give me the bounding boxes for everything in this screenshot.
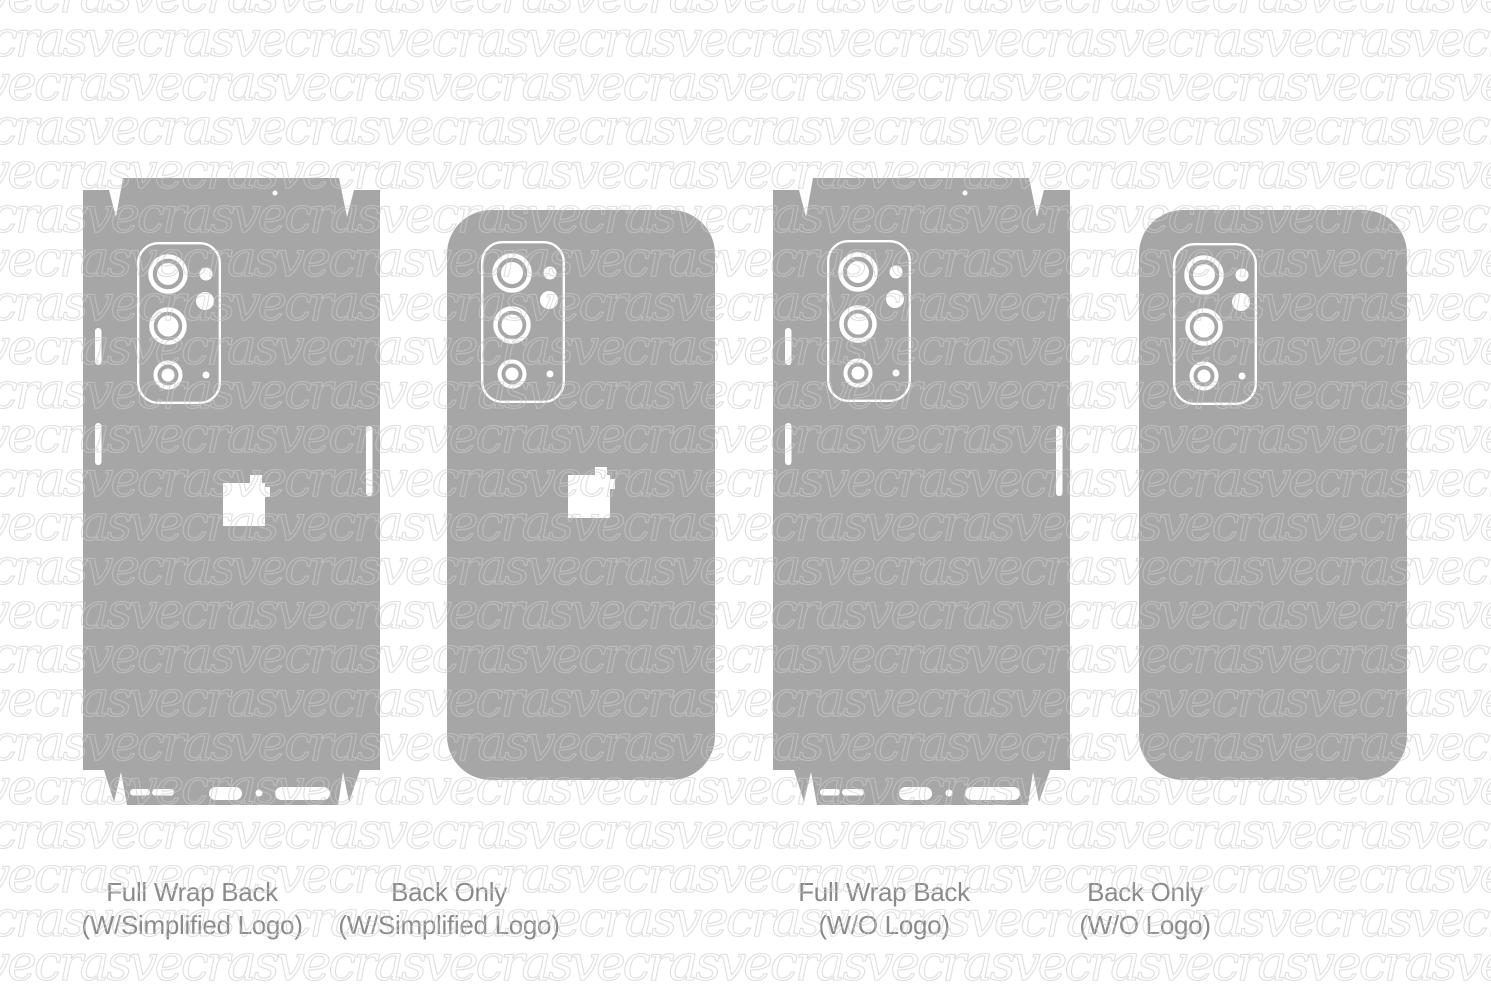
watermark-text: vecrasvecrasvecrasvecrasvecrasvecrasvecr… xyxy=(0,802,1491,860)
phone-template-back-only-with-logo xyxy=(447,210,715,780)
bottom-port-cutouts xyxy=(130,787,330,800)
flash-icon xyxy=(543,266,557,280)
macro-lens-icon xyxy=(497,359,527,389)
flash-icon xyxy=(1235,268,1249,282)
watermark-text: vecrasvecrasvecrasvecrasvecrasvecrasvecr… xyxy=(0,0,1491,24)
camera-module xyxy=(1173,243,1257,406)
bottom-port-cutouts xyxy=(820,787,1020,800)
ultrawide-lens-icon xyxy=(149,307,187,345)
watermark-text: vecrasvecrasvecrasvecrasvecrasvecrasvecr… xyxy=(0,934,1491,992)
flash-icon xyxy=(199,267,213,281)
phone-template-back-only-no-logo xyxy=(1139,210,1407,780)
laser-dot-icon xyxy=(892,369,900,377)
main-lens-icon xyxy=(838,252,878,292)
phone-template-full-wrap-with-logo xyxy=(83,178,380,805)
template-caption-full-wrap-with-logo: Full Wrap Back (W/Simplified Logo) xyxy=(32,876,352,942)
caption-line2: (W/O Logo) xyxy=(818,910,950,940)
laser-dot-icon xyxy=(202,371,210,379)
macro-lens-icon xyxy=(843,358,873,388)
sensor-icon xyxy=(886,290,904,308)
caption-line1: Back Only xyxy=(1087,877,1203,907)
template-caption-full-wrap-no-logo: Full Wrap Back (W/O Logo) xyxy=(724,876,1044,942)
watermark-text: vecrasvecrasvecrasvecrasvecrasvecrasvecr… xyxy=(0,98,1491,156)
ultrawide-lens-icon xyxy=(839,305,877,343)
watermark-text: vecrasvecrasvecrasvecrasvecrasvecrasvecr… xyxy=(0,10,1491,68)
camera-island-outline xyxy=(827,240,911,403)
oneplus-simplified-logo-icon xyxy=(223,475,270,526)
camera-module xyxy=(481,241,565,404)
camera-island-outline xyxy=(1173,243,1257,406)
main-lens-icon xyxy=(148,254,188,294)
template-caption-back-only-no-logo: Back Only (W/O Logo) xyxy=(985,876,1305,942)
watermark-text: vecrasvecrasvecrasvecrasvecrasvecrasvecr… xyxy=(0,54,1491,112)
flash-icon xyxy=(889,265,903,279)
caption-line2: (W/O Logo) xyxy=(1079,910,1211,940)
sensor-icon xyxy=(196,292,214,310)
camera-island-outline xyxy=(481,241,565,404)
main-lens-icon xyxy=(492,253,532,293)
back-only-outline xyxy=(1139,210,1407,780)
ultrawide-lens-icon xyxy=(1185,308,1223,346)
sensor-icon xyxy=(540,291,558,309)
mic-hole-cutout xyxy=(962,190,968,196)
caption-line2: (W/Simplified Logo) xyxy=(338,910,560,940)
caption-line1: Full Wrap Back xyxy=(798,877,970,907)
phone-template-full-wrap-no-logo xyxy=(773,178,1070,805)
watermark-text: vecrasvecrasvecrasvecrasvecrasvecrasvecr… xyxy=(0,978,1491,994)
side-button-cutouts xyxy=(95,328,373,496)
camera-module xyxy=(827,240,911,403)
caption-line2: (W/Simplified Logo) xyxy=(81,910,303,940)
caption-line1: Full Wrap Back xyxy=(106,877,278,907)
ultrawide-lens-icon xyxy=(493,306,531,344)
mic-hole-cutout xyxy=(272,190,278,196)
camera-module xyxy=(137,242,221,405)
sensor-icon xyxy=(1232,293,1250,311)
laser-dot-icon xyxy=(546,370,554,378)
camera-island-outline xyxy=(137,242,221,405)
oneplus-simplified-logo-icon xyxy=(568,467,615,518)
full-wrap-outline xyxy=(773,178,1070,805)
laser-dot-icon xyxy=(1238,372,1246,380)
template-caption-back-only-with-logo: Back Only (W/Simplified Logo) xyxy=(289,876,609,942)
side-button-cutouts xyxy=(785,328,1063,496)
macro-lens-icon xyxy=(1189,361,1219,391)
caption-line1: Back Only xyxy=(391,877,507,907)
macro-lens-icon xyxy=(153,360,183,390)
main-lens-icon xyxy=(1184,255,1224,295)
